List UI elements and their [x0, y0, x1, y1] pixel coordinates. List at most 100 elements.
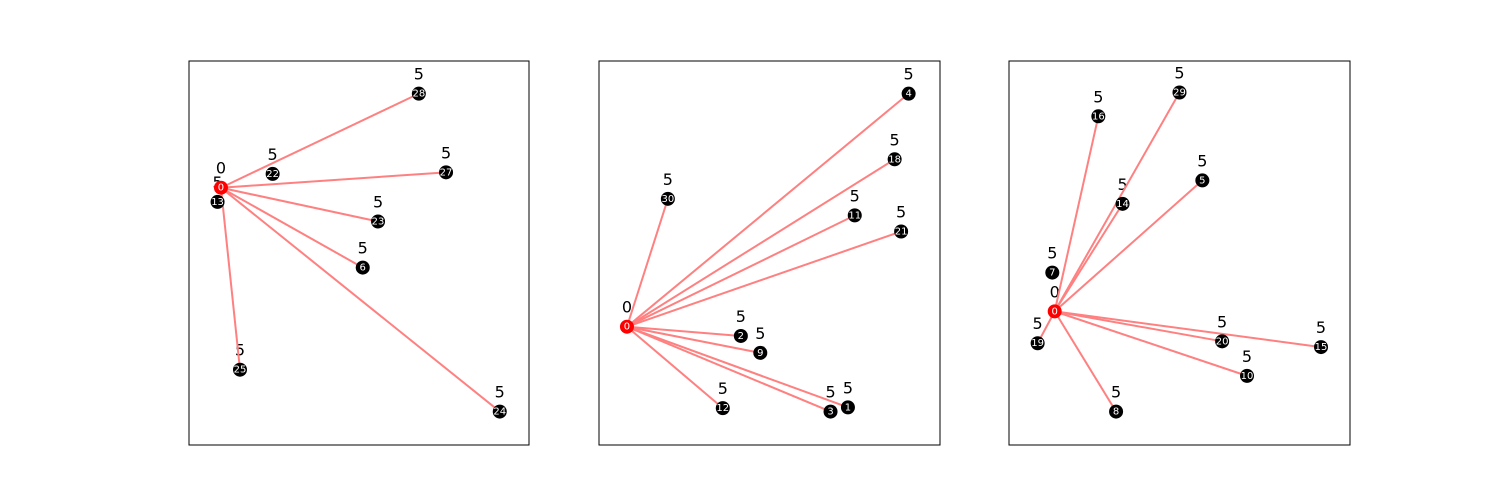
- node-value-label: 5: [1217, 312, 1227, 331]
- node: [901, 86, 916, 101]
- node-id-label: 9: [757, 348, 763, 359]
- node: [1215, 334, 1230, 349]
- node-id-label: 11: [848, 210, 861, 221]
- node-value-label: 5: [843, 378, 853, 397]
- node-value-label: 5: [358, 239, 368, 258]
- node-id-label: 25: [234, 365, 247, 376]
- edge-0-30: [626, 198, 669, 328]
- edge-0-9: [626, 325, 761, 354]
- edge-0-16: [1053, 116, 1100, 312]
- root-node: [619, 319, 634, 334]
- node-value-label: 5: [268, 145, 278, 164]
- node-value-label: 5: [1047, 244, 1057, 263]
- node-value-label: 5: [896, 202, 906, 221]
- node-id-label: 21: [895, 226, 908, 237]
- root-node: [1047, 304, 1062, 319]
- node-value-label: 5: [890, 130, 900, 149]
- node: [265, 166, 280, 181]
- edge-0-24: [220, 186, 501, 413]
- node-value-label: 5: [1117, 175, 1127, 194]
- node: [1240, 368, 1255, 383]
- node-value-label: 5: [825, 383, 835, 402]
- node-id-label: 5: [1199, 175, 1205, 186]
- node: [371, 214, 386, 229]
- edge-0-1: [626, 325, 849, 409]
- node-id-label: 0: [218, 183, 224, 194]
- edge-0-10: [1054, 310, 1248, 377]
- node-value-label: 5: [1242, 347, 1252, 366]
- node: [1030, 336, 1045, 351]
- node-id-label: 10: [1241, 371, 1254, 382]
- node: [753, 345, 768, 360]
- node-value-label: 5: [373, 193, 383, 212]
- node: [733, 328, 748, 343]
- node: [1115, 196, 1130, 211]
- node-id-label: 1: [845, 402, 851, 413]
- node: [660, 191, 675, 206]
- edge-0-21: [626, 230, 902, 328]
- node-id-label: 23: [372, 217, 385, 228]
- edge-0-27: [220, 171, 447, 189]
- node: [715, 401, 730, 416]
- node-id-label: 22: [266, 169, 279, 180]
- edge-0-5: [1054, 179, 1204, 313]
- node-id-label: 29: [1173, 87, 1186, 98]
- edge-0-3: [626, 325, 831, 413]
- node-value-label: 5: [755, 324, 765, 343]
- panel-frame: [598, 60, 941, 446]
- edge-0-11: [626, 214, 856, 328]
- node-id-label: 24: [493, 407, 506, 418]
- node: [1045, 265, 1060, 280]
- root-node: [213, 180, 228, 195]
- node-id-label: 20: [1216, 336, 1229, 347]
- panel-frame: [188, 60, 530, 446]
- edge-0-28: [220, 92, 420, 189]
- node: [1172, 85, 1187, 100]
- edge-0-15: [1054, 310, 1322, 349]
- node-id-label: 27: [440, 167, 453, 178]
- node-id-label: 16: [1092, 111, 1105, 122]
- node: [355, 260, 370, 275]
- edge-0-6: [220, 186, 364, 269]
- edge-0-12: [626, 325, 724, 409]
- node-value-label: 5: [1197, 151, 1207, 170]
- node: [210, 194, 225, 209]
- node-value-label: 5: [718, 379, 728, 398]
- node-value-label: 5: [1093, 87, 1103, 106]
- node-id-label: 3: [827, 407, 833, 418]
- edge-0-14: [1053, 203, 1124, 312]
- node-value-label: 5: [736, 307, 746, 326]
- node-id-label: 19: [1031, 338, 1044, 349]
- node-value-label: 5: [1174, 63, 1184, 82]
- node-id-label: 0: [1052, 306, 1058, 317]
- node: [894, 224, 909, 239]
- edge-0-20: [1054, 310, 1223, 343]
- node-id-label: 14: [1116, 199, 1129, 210]
- node-id-label: 18: [888, 154, 901, 165]
- node-value-label: 5: [441, 143, 451, 162]
- edge-0-25: [219, 187, 241, 370]
- node-id-label: 4: [905, 89, 911, 100]
- node-value-label: 0: [216, 159, 226, 178]
- edge-0-8: [1053, 310, 1117, 413]
- node: [1314, 340, 1329, 355]
- edge-0-2: [626, 325, 741, 337]
- node-id-label: 7: [1049, 268, 1055, 279]
- node: [1195, 173, 1210, 188]
- node-id-label: 2: [738, 331, 744, 342]
- node-id-label: 8: [1113, 407, 1119, 418]
- node-value-label: 5: [850, 186, 860, 205]
- node-value-label: 0: [1050, 282, 1060, 301]
- node-value-label: 5: [235, 341, 245, 360]
- node-id-label: 12: [716, 403, 729, 414]
- node-id-label: 0: [624, 322, 630, 333]
- node-value-label: 5: [414, 65, 424, 84]
- panel-frame: [1008, 60, 1351, 446]
- node: [411, 86, 426, 101]
- node: [840, 400, 855, 415]
- node-value-label: 0: [622, 298, 632, 317]
- node-value-label: 5: [904, 65, 914, 84]
